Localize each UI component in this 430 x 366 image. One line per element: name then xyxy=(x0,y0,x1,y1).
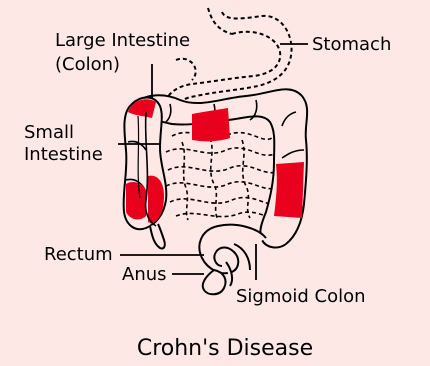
diagram-title: Crohn's Disease xyxy=(137,336,313,361)
label-large-intestine: Large Intestine xyxy=(55,30,190,51)
label-sigmoid-colon: Sigmoid Colon xyxy=(236,286,366,307)
label-small: Small xyxy=(24,122,74,143)
label-anus: Anus xyxy=(122,264,167,285)
small-intestine-coils xyxy=(166,133,276,220)
label-rectum: Rectum xyxy=(44,244,113,265)
label-colon: (Colon) xyxy=(55,54,120,75)
label-stomach: Stomach xyxy=(312,34,391,55)
label-intestine: Intestine xyxy=(24,144,103,165)
